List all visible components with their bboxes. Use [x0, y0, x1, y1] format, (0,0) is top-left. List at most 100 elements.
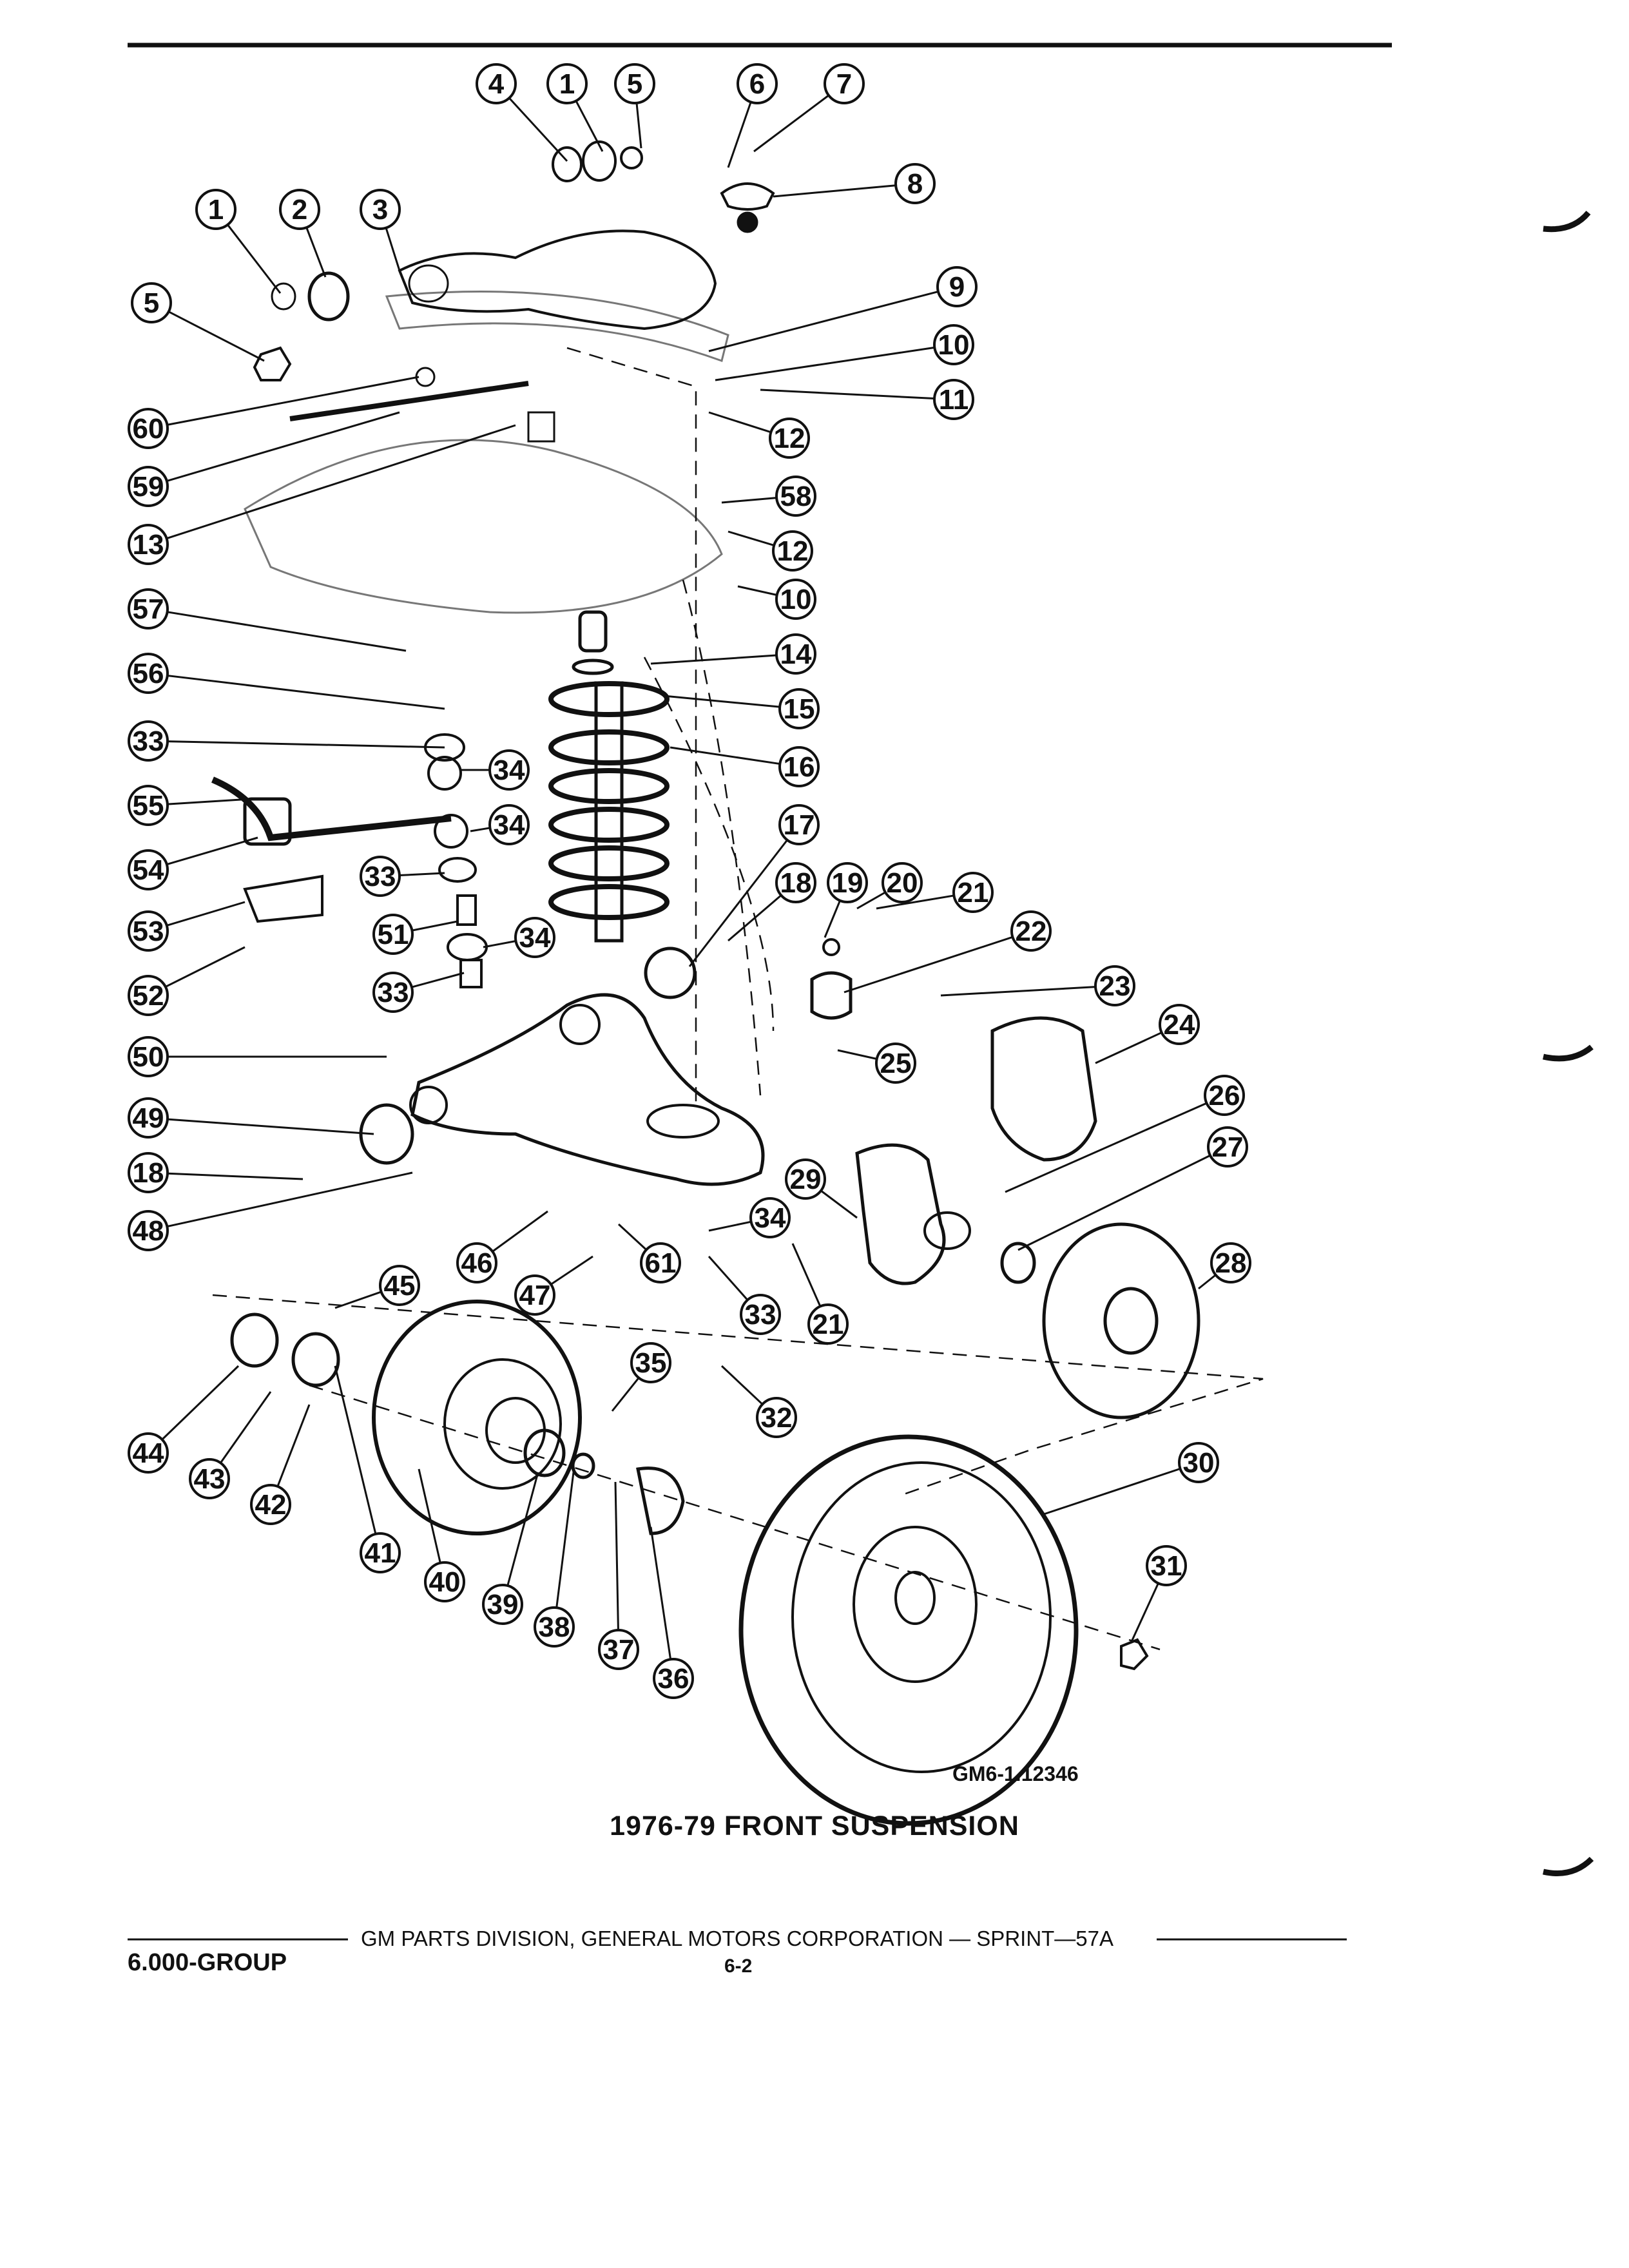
callout-leader: [773, 184, 896, 198]
callout-circle: [546, 63, 588, 104]
callout-circle: [653, 1658, 694, 1699]
callout-circle: [756, 1397, 797, 1438]
callout-number: 39: [487, 1589, 519, 1620]
callout-circle: [894, 163, 936, 204]
callout-circle: [1010, 910, 1052, 952]
callout-leader: [720, 1365, 764, 1405]
callout-leader: [663, 695, 780, 708]
callout-circle: [360, 856, 401, 897]
callout-circle: [128, 524, 169, 565]
callout-34: 34: [483, 917, 555, 958]
callout-9: 9: [708, 266, 978, 352]
callout-leader: [305, 227, 327, 278]
callout-number: 22: [1016, 916, 1047, 947]
callout-leader: [708, 1256, 749, 1301]
callout-55: 55: [128, 785, 252, 826]
callout-number: 34: [494, 754, 525, 786]
callout-circle: [769, 418, 810, 459]
callout-40: 40: [418, 1468, 465, 1602]
callout-number: 56: [133, 658, 164, 689]
callout-number: 47: [519, 1280, 551, 1311]
callout-circle: [456, 1242, 497, 1283]
callout-leader: [688, 839, 788, 967]
callout-25: 25: [837, 1043, 916, 1084]
callout-24: 24: [1095, 1004, 1200, 1064]
callout-circle: [360, 1532, 401, 1573]
callout-number: 17: [784, 809, 815, 841]
callout-circle: [882, 862, 923, 903]
callout-28: 28: [1198, 1242, 1251, 1290]
callout-circle: [598, 1629, 639, 1670]
callout-number: 10: [780, 584, 812, 615]
callout-leader: [876, 894, 954, 910]
callout-number: 60: [133, 413, 164, 445]
callout-33: 33: [708, 1256, 781, 1335]
footer-credit: GM PARTS DIVISION, GENERAL MOTORS CORPOR…: [361, 1927, 1114, 1950]
callout-circle: [488, 749, 530, 791]
callout-number: 28: [1215, 1247, 1247, 1279]
callout-circle: [933, 324, 974, 365]
binder-mark: [1543, 1044, 1594, 1062]
callout-number: 34: [519, 922, 551, 954]
callout-56: 56: [128, 653, 445, 710]
callout-35: 35: [611, 1342, 671, 1412]
callout-circle: [128, 910, 169, 952]
callout-number: 9: [949, 271, 965, 303]
callout-number: 20: [887, 867, 918, 899]
callout-number: 38: [539, 1611, 570, 1643]
callout-13: 13: [128, 424, 516, 565]
callout-leader: [411, 972, 465, 988]
callout-leader: [168, 311, 265, 362]
callout-50: 50: [128, 1036, 387, 1077]
callout-5: 5: [131, 282, 265, 362]
callout-circle: [514, 1274, 555, 1316]
page-number: 6-2: [724, 1956, 753, 1977]
callout-circle: [279, 189, 320, 230]
callout-29: 29: [785, 1158, 858, 1219]
callout-circle: [379, 1265, 420, 1306]
callout-circle: [933, 379, 974, 420]
callout-number: 40: [429, 1566, 461, 1598]
callout-circle: [827, 862, 868, 903]
callout-39: 39: [482, 1472, 539, 1625]
callout-number: 3: [372, 194, 388, 226]
callout-leader: [166, 901, 246, 927]
callout-leader: [708, 1220, 751, 1232]
callout-number: 12: [777, 535, 809, 567]
callout-circle: [128, 1432, 169, 1474]
callout-leader: [1005, 1102, 1208, 1193]
callout-42: 42: [250, 1404, 311, 1525]
callout-leader: [166, 836, 258, 865]
callout-leader: [167, 675, 445, 710]
hub-cap: [636, 1466, 685, 1535]
callout-34: 34: [470, 804, 530, 845]
callout-circle: [1204, 1075, 1245, 1116]
callout-6: 6: [727, 63, 778, 168]
callout-number: 33: [378, 977, 409, 1008]
callout-leader: [276, 1404, 311, 1487]
callout-leader: [167, 1118, 374, 1135]
callout-circle: [772, 530, 813, 572]
callout-number: 41: [365, 1537, 396, 1569]
callout-circle: [372, 914, 414, 955]
callout-circle: [128, 1152, 169, 1193]
callout-circle: [640, 1242, 681, 1283]
callout-circle: [128, 720, 169, 762]
callout-7: 7: [753, 63, 865, 153]
tie-rod: [289, 381, 529, 421]
callout-46: 46: [456, 1210, 548, 1283]
callout-leader: [843, 936, 1013, 994]
callout-number: 42: [255, 1489, 287, 1521]
callout-number: 34: [755, 1202, 786, 1234]
callout-circle: [1178, 1442, 1219, 1483]
callout-leader: [470, 827, 490, 832]
callout-number: 29: [790, 1164, 822, 1195]
callout-53: 53: [128, 901, 246, 952]
callout-leader: [670, 746, 780, 765]
callout-circle: [482, 1584, 523, 1625]
callout-circle: [488, 804, 530, 845]
callout-number: 16: [784, 751, 815, 783]
diagram-caption: 1976-79 FRONT SUSPENSION: [610, 1811, 1019, 1841]
